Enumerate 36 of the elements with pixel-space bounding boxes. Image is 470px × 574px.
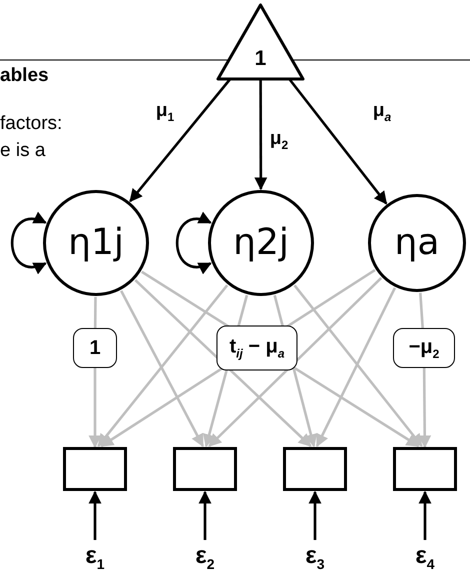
arrow	[134, 279, 312, 447]
coefficient-label: 1	[89, 338, 101, 358]
indicator-box	[63, 447, 127, 491]
text-fragment: ables	[0, 65, 49, 87]
constant-triangle	[216, 3, 305, 81]
arrow	[418, 368, 432, 448]
arrow	[88, 490, 102, 540]
indicator-box	[283, 447, 347, 491]
text-fragment: e is a	[0, 140, 46, 162]
edge-label: μ$_{2}$	[270, 129, 288, 151]
arrow	[254, 79, 268, 190]
coefficient-label-box	[73, 328, 117, 368]
loading-label: t$_{ij}$ − μ$_{a}$	[216, 326, 298, 370]
arrow	[120, 290, 204, 448]
edge-label: μ$_{a}$	[372, 101, 392, 123]
text-fragment: factors:	[0, 113, 62, 135]
error-term-label: ε$_{3}$	[305, 544, 325, 571]
coefficient-label-box	[393, 328, 455, 368]
variance-loop-arrow	[176, 212, 212, 274]
edge-label: μ$_{1}$	[156, 101, 174, 123]
indicator-box	[393, 447, 457, 491]
arrow	[97, 284, 228, 448]
arrow	[88, 368, 102, 448]
constant-label: 1	[254, 47, 268, 71]
indicator-box	[173, 447, 237, 491]
coefficient-label: −μ$_{2}$	[408, 336, 440, 360]
error-term-label: ε$_{2}$	[195, 544, 215, 571]
arrow	[208, 277, 382, 447]
arrow	[316, 287, 396, 448]
arrow	[198, 490, 212, 540]
error-term-label: ε$_{4}$	[415, 544, 435, 571]
arrow	[294, 284, 423, 448]
error-term-label: ε$_{1}$	[85, 544, 105, 571]
variance-loop-arrow	[10, 212, 47, 274]
arrow	[308, 490, 322, 540]
arrow	[418, 490, 432, 540]
